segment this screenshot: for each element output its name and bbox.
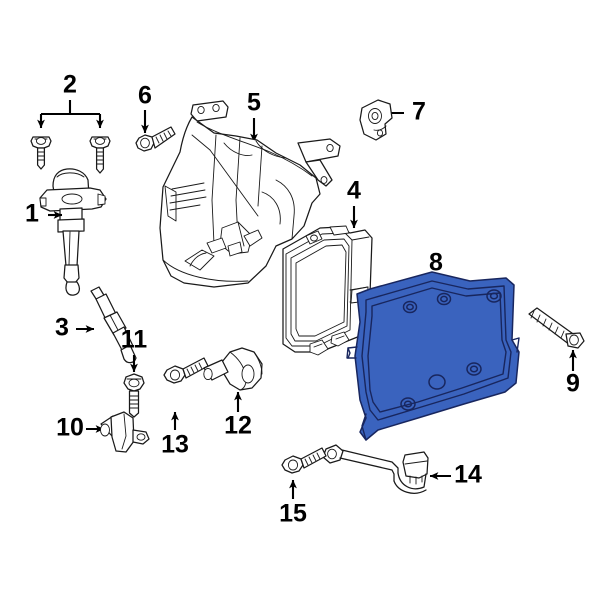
callout-number-11: 11 bbox=[121, 326, 148, 354]
part-engine-cover-panel bbox=[346, 271, 520, 441]
part-ground-wire-assembly bbox=[322, 444, 451, 494]
callout-number-9: 9 bbox=[566, 370, 580, 398]
part-crankshaft-position-sensor bbox=[86, 411, 150, 453]
callout-number-10: 10 bbox=[56, 414, 84, 442]
part-engine-control-module bbox=[282, 206, 373, 356]
cover-panel-bolt-holes bbox=[400, 289, 502, 411]
callout-number-7: 7 bbox=[412, 98, 426, 126]
part-bracket-bolt bbox=[135, 110, 176, 152]
callout-number-4: 4 bbox=[347, 177, 361, 205]
part-cover-panel-bolt bbox=[528, 307, 585, 371]
part-sensor-mounting-bolt bbox=[163, 357, 209, 430]
cover-panel-body bbox=[354, 271, 520, 441]
callout-number-6: 6 bbox=[138, 82, 152, 110]
callout-number-5: 5 bbox=[247, 89, 261, 117]
part-ground-wire-bolt bbox=[281, 447, 327, 499]
callout-number-14: 14 bbox=[454, 461, 482, 489]
callout-number-1: 1 bbox=[25, 200, 39, 228]
callout-number-3: 3 bbox=[55, 314, 69, 342]
part-camshaft-position-sensor bbox=[203, 347, 263, 412]
callout-number-13: 13 bbox=[161, 431, 189, 459]
part-mounting-bracket bbox=[359, 99, 404, 141]
callout-number-2: 2 bbox=[63, 71, 77, 99]
callout-numbers: 1 2 3 4 5 6 7 8 9 10 11 12 13 14 15 bbox=[25, 71, 580, 528]
callout-number-12: 12 bbox=[224, 412, 252, 440]
bolt-right bbox=[89, 136, 111, 174]
part-sensor-bolt bbox=[123, 355, 145, 418]
part-ignition-coil-bolts bbox=[30, 100, 111, 174]
callout-number-8: 8 bbox=[429, 249, 443, 277]
part-spark-plug bbox=[76, 286, 137, 364]
bolt-left bbox=[30, 136, 52, 170]
part-ignition-coil bbox=[39, 168, 107, 296]
callout-number-15: 15 bbox=[279, 500, 307, 528]
part-engine-cover-bracket bbox=[159, 100, 341, 288]
